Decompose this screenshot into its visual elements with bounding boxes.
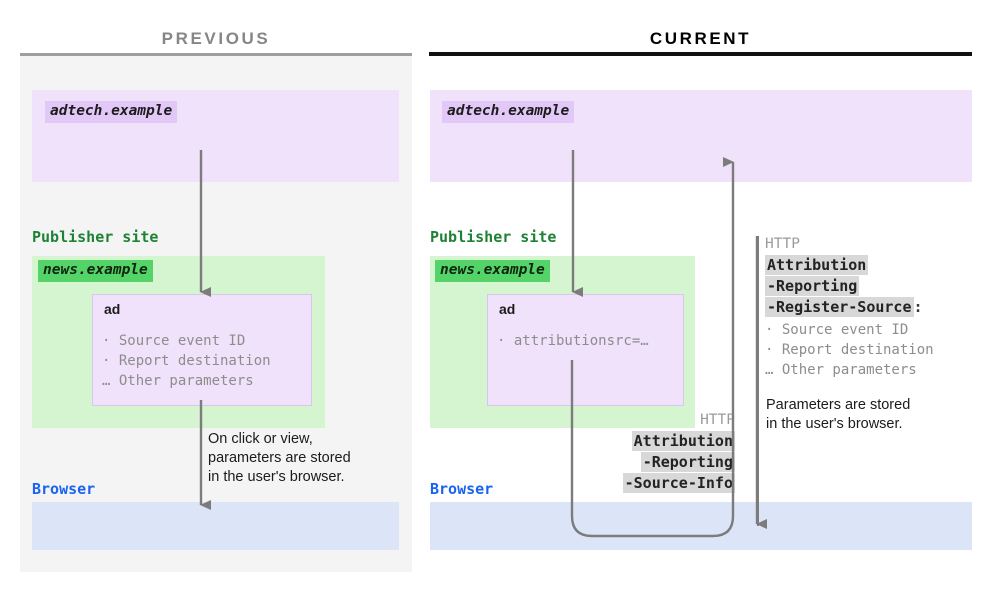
browser-label-current: Browser <box>430 480 494 498</box>
http-header-line: Attribution <box>765 255 970 276</box>
browser-region-current <box>430 502 972 550</box>
column-title-previous: PREVIOUS <box>161 29 271 48</box>
http-header-line: -Source-Info <box>565 473 735 494</box>
ad-param-item: · Report destination <box>102 353 271 369</box>
http-header-line: -Reporting <box>765 276 970 297</box>
http-header-text: Attribution <box>631 431 735 451</box>
divider-previous <box>20 53 412 56</box>
http-header-text: -Register-Source <box>765 297 914 317</box>
http-register-source-callout: HTTP Attribution -Reporting -Register-So… <box>765 234 970 318</box>
publisher-site-label-current: Publisher site <box>430 228 557 246</box>
ad-param-item: … Other parameters <box>102 373 254 389</box>
http-protocol-label: HTTP <box>700 412 735 428</box>
register-source-params: · Source event ID · Report destination …… <box>765 320 934 380</box>
http-header-line: -Reporting <box>565 452 735 473</box>
http-header-text: -Source-Info <box>622 473 735 493</box>
http-header-text: Attribution <box>765 255 869 275</box>
annotation-line: in the user's browser. <box>766 416 903 432</box>
ad-param-item: · attributionsrc=… <box>497 333 649 349</box>
http-header-text: -Reporting <box>765 276 860 296</box>
adtech-domain-chip-previous: adtech.example <box>45 101 178 123</box>
news-domain-chip-previous: news.example <box>38 260 153 282</box>
annotation-line: Parameters are stored <box>766 397 911 413</box>
annotation-line: On click or view, <box>208 431 313 447</box>
annotation-line: in the user's browser. <box>208 469 345 485</box>
adtech-domain-chip-current: adtech.example <box>442 101 575 123</box>
http-header-line: Attribution <box>565 431 735 452</box>
annotation-line: parameters are stored <box>208 450 351 466</box>
annotation-previous: On click or view, parameters are stored … <box>208 430 351 487</box>
register-source-param-item: · Source event ID <box>765 322 909 338</box>
divider-current <box>429 52 972 56</box>
ad-box-title-previous: ad <box>104 301 121 317</box>
browser-label-previous: Browser <box>32 480 96 498</box>
ad-params-current: · attributionsrc=… <box>497 331 649 351</box>
http-protocol-label: HTTP <box>765 236 800 252</box>
column-title-current: CURRENT <box>649 29 752 48</box>
news-domain-chip-current: news.example <box>435 260 550 282</box>
ad-params-previous: · Source event ID · Report destination …… <box>102 331 271 391</box>
http-colon: : <box>913 298 923 316</box>
annotation-current: Parameters are stored in the user's brow… <box>766 396 910 434</box>
browser-region-previous <box>32 502 399 550</box>
register-source-param-item: … Other parameters <box>765 362 917 378</box>
publisher-site-label-previous: Publisher site <box>32 228 159 246</box>
http-header-text: -Reporting <box>640 452 735 472</box>
register-source-guide-line <box>757 236 759 526</box>
register-source-param-item: · Report destination <box>765 342 934 358</box>
ad-param-item: · Source event ID <box>102 333 246 349</box>
http-source-info-callout: HTTP Attribution -Reporting -Source-Info <box>565 410 735 494</box>
http-header-line: -Register-Source: <box>765 297 970 318</box>
ad-box-title-current: ad <box>499 301 516 317</box>
